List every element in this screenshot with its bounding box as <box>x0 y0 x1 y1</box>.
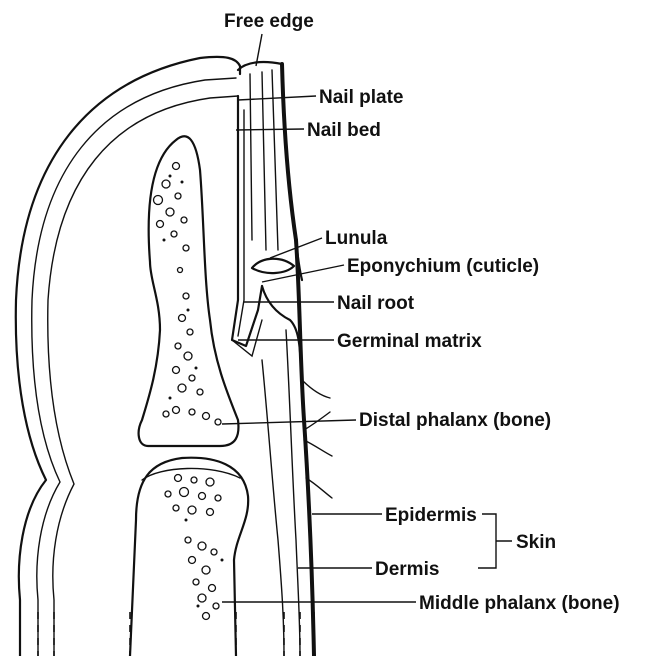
nail <box>232 62 302 380</box>
germinal-matrix-line <box>232 320 262 356</box>
cut-continuation-lines <box>20 612 314 656</box>
label-distal-phalanx: Distal phalanx (bone) <box>359 410 551 431</box>
lunula-shape <box>252 259 294 273</box>
nail-striation <box>272 70 278 250</box>
distal-phalanx-outline <box>139 136 239 446</box>
middle-bone-texture <box>165 475 224 620</box>
nail-plate-shape <box>238 62 302 280</box>
skin-bracket <box>478 514 512 568</box>
label-epidermis: Epidermis <box>385 505 477 526</box>
label-skin: Skin <box>516 532 556 553</box>
nail-plate-front-edge <box>282 64 296 240</box>
dorsal-dermis-line <box>286 330 300 656</box>
label-lunula: Lunula <box>325 228 388 249</box>
label-middle-phalanx: Middle phalanx (bone) <box>419 593 620 614</box>
label-free-edge: Free edge <box>224 11 314 32</box>
skin-crease <box>302 380 330 398</box>
label-nail-root: Nail root <box>337 293 415 314</box>
label-eponychium: Eponychium (cuticle) <box>347 256 539 277</box>
middle-phalanx-head <box>130 458 248 656</box>
label-nail-plate: Nail plate <box>319 87 403 108</box>
leader-nail-bed <box>236 129 304 130</box>
label-nail-bed: Nail bed <box>307 120 381 141</box>
label-germinal-matrix: Germinal matrix <box>337 331 482 352</box>
eponychium-fold <box>262 286 302 380</box>
distal-phalanx <box>139 136 239 446</box>
dorsal-inner-line <box>262 360 284 656</box>
label-dermis: Dermis <box>375 559 439 580</box>
skin-crease <box>304 440 332 456</box>
nail-root-pocket <box>232 96 262 346</box>
middle-phalanx <box>130 458 248 656</box>
distal-bone-texture <box>154 163 222 426</box>
leader-distal-phalanx <box>222 420 356 424</box>
